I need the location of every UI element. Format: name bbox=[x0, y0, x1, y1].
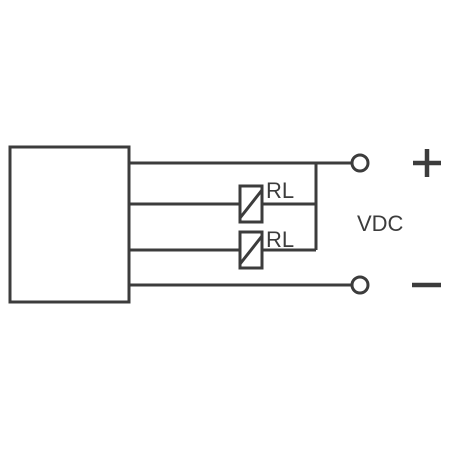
relay-2-label: RL bbox=[266, 227, 294, 252]
sensor-body bbox=[8, 145, 131, 304]
relay-2-coil-slash bbox=[238, 235, 264, 265]
relay-1-label: RL bbox=[266, 178, 294, 203]
negative-terminal bbox=[350, 275, 370, 295]
supply-voltage-label: VDC bbox=[357, 211, 404, 236]
positive-terminal bbox=[350, 153, 370, 173]
relay-1-coil-slash bbox=[238, 189, 264, 219]
plus-sign-icon bbox=[413, 149, 441, 177]
